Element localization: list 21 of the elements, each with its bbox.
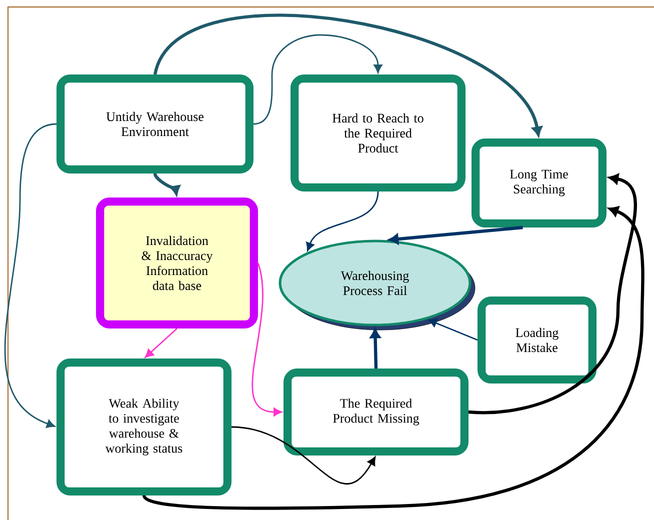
- process-box: Long Time Searching: [472, 138, 606, 228]
- process-box: Hard to Reach to the Required Product: [290, 74, 466, 192]
- process-box: Loading Mistake: [478, 296, 596, 384]
- oval-node: Warehousing Process Fail: [278, 240, 476, 330]
- arrow: [306, 191, 379, 252]
- arrow: [153, 173, 180, 196]
- arrow: [428, 318, 478, 341]
- arrow: [468, 174, 637, 414]
- process-box: The Required Product Missing: [284, 368, 468, 456]
- arrow: [253, 34, 382, 125]
- arrow: [154, 14, 542, 136]
- process-box: Untidy Warehouse Environment: [56, 74, 254, 174]
- arrow: [370, 328, 380, 369]
- arrow: [144, 328, 178, 358]
- database-box: Invalidation & Inaccuracy Information data base: [96, 198, 258, 328]
- arrow: [252, 262, 282, 416]
- arrow: [4, 123, 57, 428]
- arrow: [142, 206, 644, 510]
- process-box: Weak Ability to investigate warehouse & working status: [56, 358, 232, 496]
- arrow: [388, 226, 523, 244]
- arrow: [231, 426, 376, 484]
